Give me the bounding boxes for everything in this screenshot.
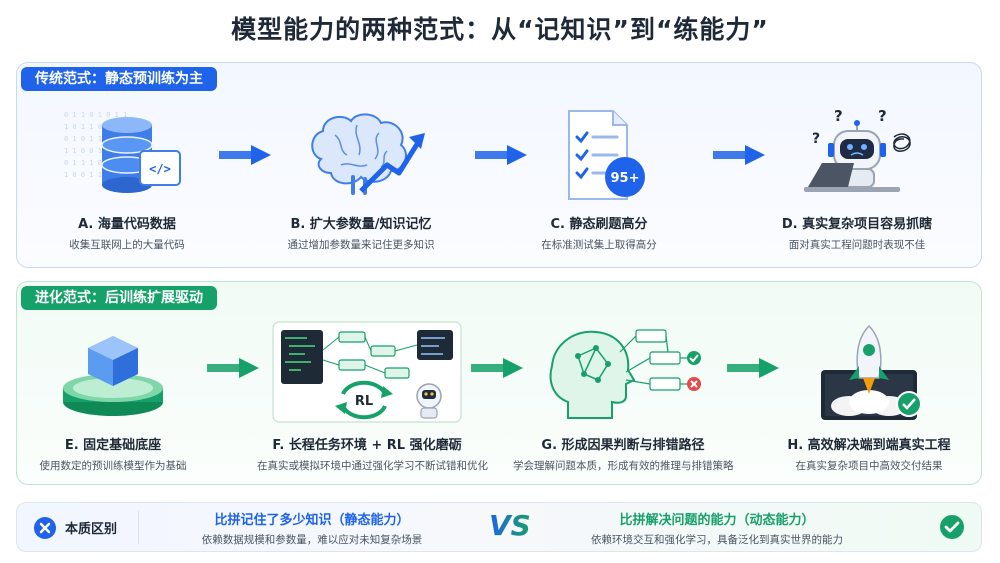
static-ability-heading: 比拼记住了多少知识（静态能力） (214, 513, 410, 528)
essential-difference-bar: 本质区别 比拼记住了多少知识（静态能力） 依赖数据规模和参数量，难以应对未知复杂… (16, 502, 982, 552)
step-d: ? ? ? D. 真实复杂项目容易抓瞎 面对真实工程问题时表现不佳 (747, 103, 967, 263)
step-e-desc: 使用数定的预训练模型作为基础 (39, 460, 187, 472)
essential-difference-badge: 本质区别 (27, 511, 139, 544)
step-h: H. 高效解决端到端真实工程 在真实复杂项目中高效交付结果 (759, 320, 979, 480)
arrow-right-icon (471, 358, 523, 378)
essential-difference-label: 本质区别 (65, 522, 118, 537)
step-c-desc: 在标准测试集上取得高分 (541, 239, 657, 251)
svg-text:?: ? (812, 131, 820, 147)
step-g: G. 形成因果判断与排错路径 学会理解问题本质，形成有效的推理与排错策略 (513, 320, 734, 480)
database-code-icon: 0 1 1 0 1 0 1 1 1 0 1 1 0 1 0 0 0 1 0 1 1… (64, 111, 181, 193)
step-g-desc: 学会理解问题本质，形成有效的推理与排错策略 (513, 460, 734, 472)
static-ability-summary: 比拼记住了多少知识（静态能力） 依赖数据规模和参数量，难以应对未知复杂场景 (157, 509, 467, 547)
svg-text:?: ? (878, 107, 887, 125)
step-b-title: B. 扩大参数量/知识记忆 (290, 217, 432, 232)
step-f: RL F. 长程任务环境 + RL 强化磨砺 在真实或模拟环境中通过强化学习不断… (257, 320, 488, 480)
svg-text:0 1 1 1 0 1 0 1: 0 1 1 1 0 1 0 1 (64, 159, 127, 167)
static-ability-desc: 依赖数据规模和参数量，难以应对未知复杂场景 (201, 534, 423, 546)
svg-text:1 0 1 1 0 1 0 0: 1 0 1 1 0 1 0 0 (64, 123, 127, 131)
step-f-title: F. 长程任务环境 + RL 强化磨砺 (272, 438, 462, 453)
confused-robot-icon: ? ? ? (804, 107, 911, 192)
arrow-right-icon (207, 358, 259, 378)
svg-text:?: ? (834, 107, 843, 125)
dynamic-ability-heading: 比拼解决问题的能力（动态能力） (619, 513, 815, 528)
step-f-desc: 在真实或模拟环境中通过强化学习不断试错和优化 (257, 460, 488, 472)
evolution-paradigm-panel: 进化范式：后训练扩展驱动 E. 固定基础底座 使用数定的预训练模型作为基础 (16, 281, 982, 485)
brain-growth-icon (311, 113, 425, 195)
step-b-desc: 通过增加参数量来记住更多知识 (287, 239, 435, 251)
arrow-right-icon (219, 145, 271, 165)
arrow-right-icon (727, 358, 779, 378)
step-d-title: D. 真实复杂项目容易抓瞎 (781, 217, 933, 232)
traditional-paradigm-tag: 传统范式：静态预训练为主 (21, 67, 217, 91)
svg-text:RL: RL (355, 394, 373, 409)
base-cube-icon (63, 336, 163, 416)
step-b: B. 扩大参数量/知识记忆 通过增加参数量来记住更多知识 (251, 103, 471, 263)
arrow-right-icon (713, 145, 765, 165)
rocket-launch-icon (821, 324, 922, 420)
rl-loop-icon: RL (272, 321, 462, 423)
svg-text:1 1 0 0 1 0 1 0: 1 1 0 0 1 0 1 0 (64, 147, 127, 155)
evolution-paradigm-tag: 进化范式：后训练扩展驱动 (21, 286, 217, 310)
svg-text:0 1 1 0 1 0 1 1: 0 1 1 0 1 0 1 1 (64, 111, 127, 119)
traditional-paradigm-panel: 传统范式：静态预训练为主 0 1 1 0 1 0 1 1 1 0 1 1 0 1 … (16, 62, 982, 268)
step-c: 95+ C. 静态刷题高分 在标准测试集上取得高分 (489, 103, 709, 263)
step-g-title: G. 形成因果判断与排错路径 (541, 438, 705, 453)
step-d-desc: 面对真实工程问题时表现不佳 (788, 239, 926, 251)
step-e: E. 固定基础底座 使用数定的预训练模型作为基础 (3, 320, 223, 480)
step-e-title: E. 固定基础底座 (64, 438, 162, 453)
page-title: 模型能力的两种范式：从“记知识”到“练能力” (231, 15, 769, 44)
svg-text:1 0 0 1 1 0 1 1: 1 0 0 1 1 0 1 1 (64, 171, 127, 179)
svg-text:</>: </> (149, 162, 171, 176)
arrow-right-icon (475, 145, 527, 165)
step-h-title: H. 高效解决端到端真实工程 (787, 438, 951, 453)
close-circle-icon (34, 516, 56, 539)
step-a-title: A. 海量代码数据 (78, 217, 176, 232)
vs-label: VS (489, 509, 531, 542)
step-a-desc: 收集互联网上的大量代码 (69, 239, 185, 251)
step-h-desc: 在真实复杂项目中高效交付结果 (795, 460, 943, 472)
step-c-title: C. 静态刷题高分 (550, 217, 648, 232)
checklist-score-icon: 95+ (568, 110, 645, 200)
svg-text:95+: 95+ (611, 171, 640, 186)
dynamic-ability-summary: 比拼解决问题的能力（动态能力） 依赖环境交互和强化学习，具备泛化到真实世界的能力 (547, 509, 887, 547)
head-decision-tree-icon (549, 329, 701, 419)
step-a: 0 1 1 0 1 0 1 1 1 0 1 1 0 1 0 0 0 1 0 1 1… (17, 103, 237, 263)
check-circle-icon (940, 515, 964, 539)
svg-text:0 1 0 1 1 0 1 1: 0 1 0 1 1 0 1 1 (64, 135, 127, 143)
dynamic-ability-desc: 依赖环境交互和强化学习，具备泛化到真实世界的能力 (591, 534, 843, 546)
